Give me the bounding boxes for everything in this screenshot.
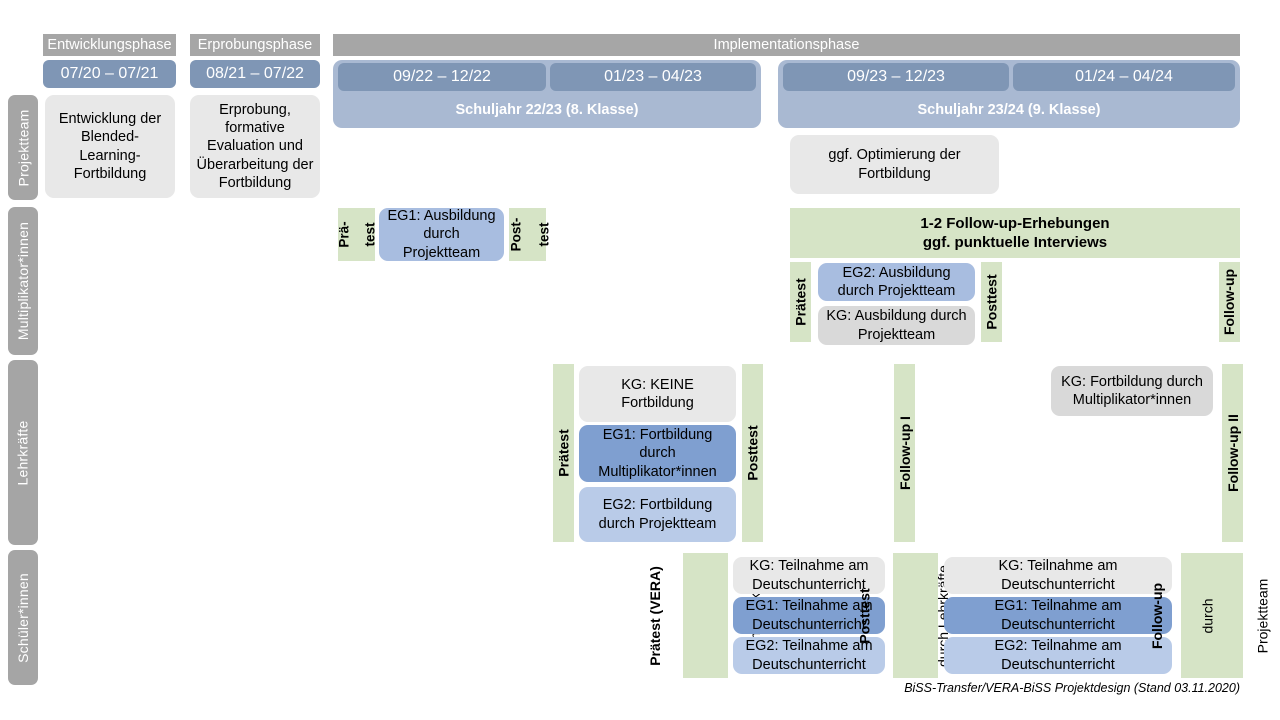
multiplikatoren-posttest2-strip: Posttest [981, 262, 1002, 342]
lehrkraefte-followup2-label: Follow-up II [1224, 414, 1241, 492]
lehrkraefte-praetest-strip: Prätest [553, 364, 574, 542]
lehrkraefte-praetest-label: Prätest [555, 429, 572, 477]
multiplikatoren-eg1-box: EG1: Ausbildung durch Projektteam [379, 208, 504, 261]
multiplikatoren-posttest2-label: Posttest [983, 274, 1000, 330]
multiplikatoren-posttest-line1: Post- [508, 217, 523, 252]
multiplikatoren-praetest2-strip: Prätest [790, 262, 811, 342]
schueler-left-eg2-box: EG2: Teilnahme am Deutschunterricht [733, 637, 885, 674]
period-0821-0722: 08/21 – 07/22 [190, 60, 320, 88]
followup-band-line2: ggf. punktuelle Interviews [922, 234, 1108, 251]
period-0922-1222: 09/22 – 12/22 [338, 63, 546, 91]
schueler-followup-strip: Follow-up durch Projektteam [1149, 553, 1271, 678]
multiplikatoren-followup-label: Follow-up [1221, 268, 1238, 336]
period-0720-0721: 07/20 – 07/21 [43, 60, 176, 88]
multiplikatoren-praetest-line1: Prä- [336, 221, 352, 248]
multiplikatoren-posttest-strip: Post- test [508, 208, 552, 261]
lehrkraefte-posttest-label: Posttest [744, 425, 761, 481]
schueler-followup-regular1: durch [1199, 597, 1216, 634]
multiplikatoren-praetest2-label: Prätest [792, 278, 809, 326]
lehrkraefte-eg2-box: EG2: Fortbildung durch Projektteam [579, 487, 736, 542]
lane-label-schuelerinnen: Schüler*innen [8, 550, 38, 685]
lane-text-multiplikatorinnen: Multiplikator*innen [15, 221, 32, 341]
multiplikatoren-praetest-line2: test [362, 222, 378, 247]
lehrkraefte-kg-keine-box: KG: KEINE Fortbildung [579, 366, 736, 422]
phase-header-erprobungsphase: Erprobungsphase [190, 34, 320, 56]
multiplikatoren-kg-box: KG: Ausbildung durch Projektteam [818, 306, 975, 345]
projektteam-entwicklung-box: Entwicklung der Blended-Learning-Fortbil… [45, 95, 175, 198]
multiplikatoren-praetest-strip: Prä- test [336, 208, 378, 261]
schoolyear-block-2223: 09/22 – 12/22 01/23 – 04/23 Schuljahr 22… [333, 60, 761, 128]
lane-label-lehrkraefte: Lehrkräfte [8, 360, 38, 545]
schueler-followup-regular2: Projektteam [1254, 578, 1271, 653]
lane-label-projektteam: Projektteam [8, 95, 38, 200]
schueler-right-eg2-box: EG2: Teilnahme am Deutschunterricht [944, 637, 1172, 674]
projektteam-optimierung-box: ggf. Optimierung der Fortbildung [790, 135, 999, 194]
followup-band-line1: 1-2 Follow-up-Erhebungen [920, 214, 1110, 232]
schueler-followup-bold: Follow-up [1149, 582, 1166, 649]
schueler-posttest-strip: Posttest durch Lehrkräfte [857, 553, 951, 678]
lane-text-lehrkraefte: Lehrkräfte [15, 419, 32, 486]
lane-text-projektteam: Projektteam [15, 109, 31, 186]
lehrkraefte-followup1-label: Follow-up I [896, 416, 913, 490]
lehrkraefte-followup2-strip: Follow-up II [1222, 364, 1243, 542]
schoolyear-label-2324: Schuljahr 23/24 (9. Klasse) [917, 101, 1101, 118]
lane-text-schuelerinnen: Schüler*innen [15, 572, 31, 663]
schueler-right-kg-box: KG: Teilnahme am Deutschunterricht [944, 557, 1172, 594]
schoolyear-block-2324: 09/23 – 12/23 01/24 – 04/24 Schuljahr 23… [778, 60, 1240, 128]
period-0923-1223: 09/23 – 12/23 [783, 63, 1009, 91]
lane-label-multiplikatorinnen: Multiplikator*innen [8, 207, 38, 355]
lehrkraefte-eg1-box: EG1: Fortbildung durch Multiplikator*inn… [579, 425, 736, 482]
multiplikatoren-followup-band: 1-2 Follow-up-Erhebungen ggf. punktuelle… [790, 208, 1240, 258]
schueler-praetest-strip: Prätest (VERA) durch Lehrkräfte [647, 553, 763, 678]
phase-header-entwicklungsphase: Entwicklungsphase [43, 34, 176, 56]
footer-source-note: BiSS-Transfer/VERA-BiSS Projektdesign (S… [904, 681, 1240, 695]
lehrkraefte-kg-fortbildung-box: KG: Fortbildung durch Multiplikator*inne… [1051, 366, 1213, 416]
period-0124-0424: 01/24 – 04/24 [1013, 63, 1235, 91]
projektteam-erprobung-box: Erprobung, formative Evaluation und Über… [190, 95, 320, 198]
schueler-posttest-bold: Posttest [856, 587, 873, 644]
phase-header-implementationsphase: Implementationsphase [333, 34, 1240, 56]
schueler-praetest-bold: Prätest (VERA) [646, 565, 663, 666]
multiplikatoren-eg2-box: EG2: Ausbildung durch Projektteam [818, 263, 975, 301]
multiplikatoren-followup-strip: Follow-up [1219, 262, 1240, 342]
period-0123-0423: 01/23 – 04/23 [550, 63, 756, 91]
lehrkraefte-posttest-strip: Posttest [742, 364, 763, 542]
schoolyear-label-2223: Schuljahr 22/23 (8. Klasse) [455, 101, 639, 118]
schueler-left-eg1-box: EG1: Teilnahme am Deutschunterricht [733, 597, 885, 634]
schueler-right-eg1-box: EG1: Teilnahme am Deutschunterricht [944, 597, 1172, 634]
lehrkraefte-followup1-strip: Follow-up I [894, 364, 915, 542]
schueler-left-kg-box: KG: Teilnahme am Deutschunterricht [733, 557, 885, 594]
multiplikatoren-posttest-line2: test [536, 222, 552, 247]
